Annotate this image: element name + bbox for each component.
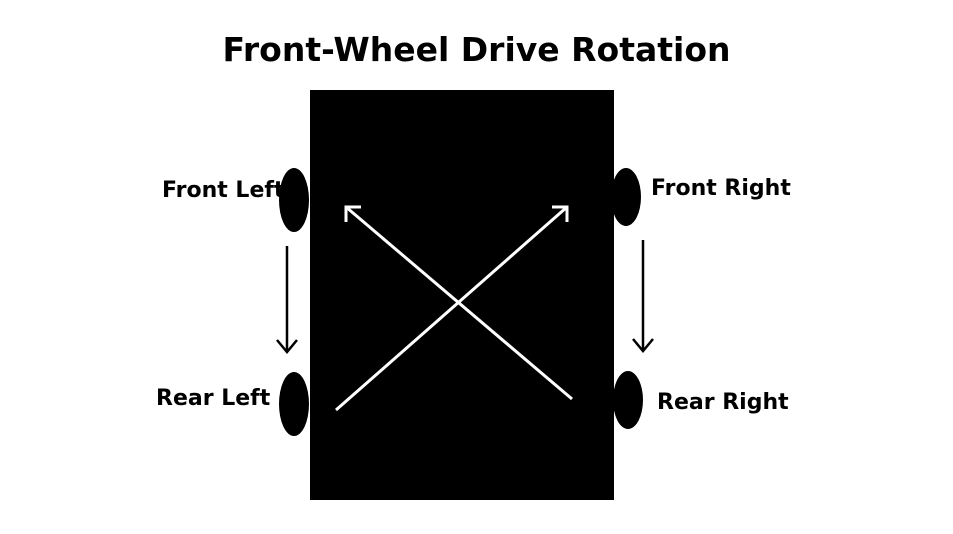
- cross-arrow-rl-to-fr: [335, 205, 569, 412]
- wheel-rear-left: [279, 372, 309, 436]
- label-rear-right: Rear Right: [657, 390, 789, 415]
- label-front-left: Front Left: [162, 178, 285, 203]
- diagram-title: Front-Wheel Drive Rotation: [222, 30, 731, 69]
- label-front-right: Front Right: [651, 176, 791, 201]
- wheel-front-left: [279, 168, 309, 232]
- wheel-front-right: [611, 168, 641, 226]
- wheel-rear-right: [613, 371, 643, 429]
- arrow-down-right: [632, 240, 654, 353]
- arrow-down-left: [276, 246, 298, 354]
- robot-body: [310, 90, 614, 500]
- label-rear-left: Rear Left: [156, 386, 271, 411]
